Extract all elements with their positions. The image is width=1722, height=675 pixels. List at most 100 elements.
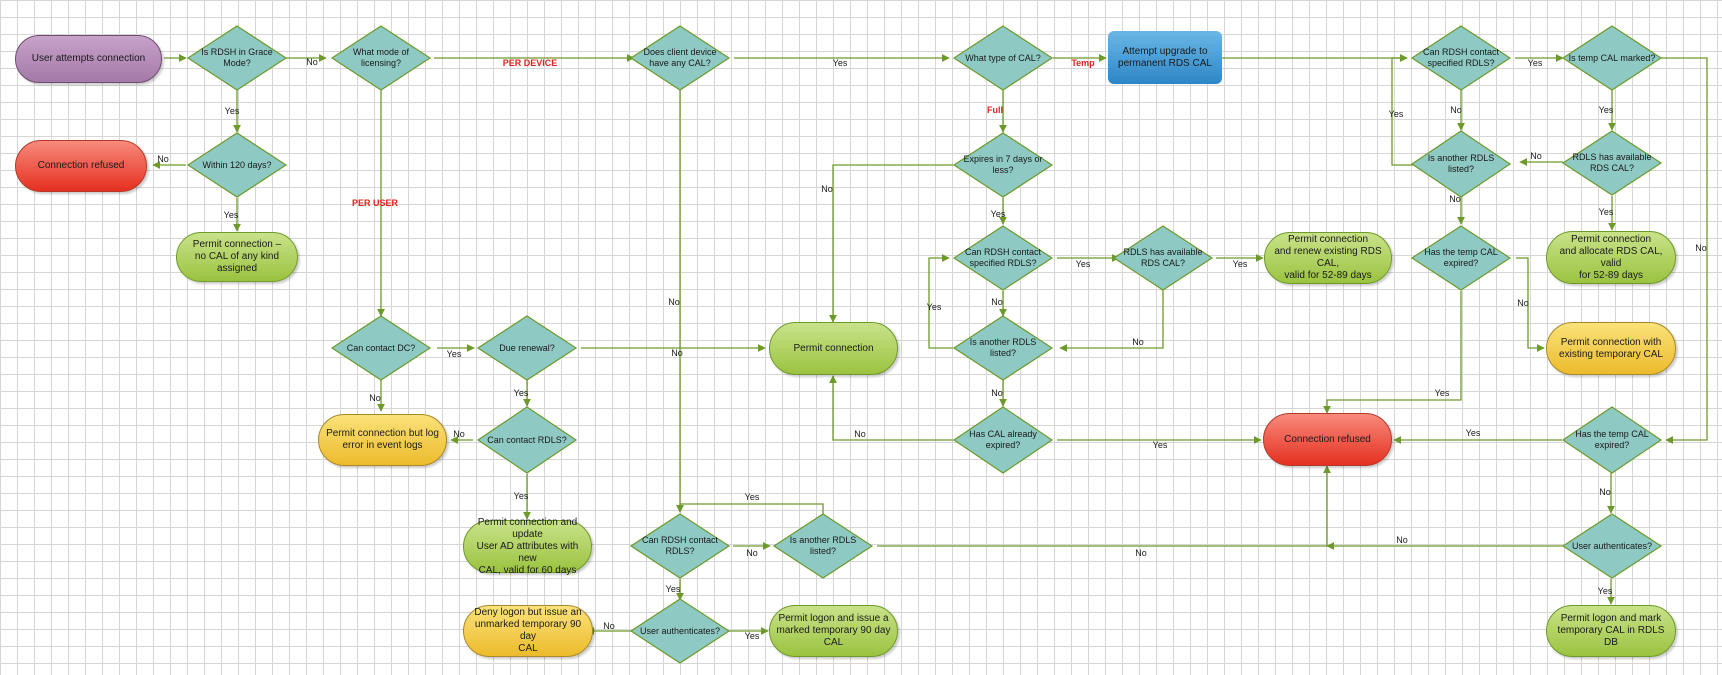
decision-client-has-cal-shape bbox=[629, 25, 731, 91]
label-userauth-bottom-no: No bbox=[603, 621, 615, 631]
edge-rdlsavail-anothermid bbox=[1059, 290, 1164, 352]
upgrade-process-box: Attempt upgrade to permanent RDS CAL bbox=[1108, 31, 1222, 84]
decision-user-auth-right: User authenticates? bbox=[1563, 514, 1661, 578]
label-within120-yes: Yes bbox=[223, 210, 239, 220]
decision-another-rdls-mid-shape bbox=[952, 315, 1054, 381]
decision-licensing-mode-text: What mode of licensing? bbox=[352, 47, 410, 68]
label-contactdc-yes: Yes bbox=[446, 349, 462, 359]
decision-expires-7-days: Expires in 7 days or less? bbox=[954, 133, 1052, 197]
decision-due-renewal: Due renewal? bbox=[478, 316, 576, 380]
label-anothermid-no: No bbox=[991, 388, 1003, 398]
decision-user-auth-right-shape bbox=[1561, 513, 1663, 579]
decision-can-contact-rdls-text: Can contact RDLS? bbox=[487, 434, 567, 445]
start-terminal: User attempts connection bbox=[15, 35, 162, 83]
decision-rdsh-contact-specified-mid-shape bbox=[952, 225, 1054, 291]
permit-update-ad-terminal: Permit connection and update User AD att… bbox=[463, 517, 592, 576]
edge-anotherright-rdshright bbox=[1391, 54, 1413, 166]
label-rdlsavail-mid-no: No bbox=[1132, 337, 1144, 347]
decision-temp-expired-upper-shape bbox=[1410, 225, 1512, 291]
label-tempexpiredlower-yes: Yes bbox=[1465, 428, 1481, 438]
decision-cal-expired-shape bbox=[952, 406, 1054, 474]
decision-rdsh-contact-specified-mid: Can RDSH contact specified RDLS? bbox=[954, 226, 1052, 290]
decision-cal-type-text: What type of CAL? bbox=[965, 52, 1041, 63]
edge-anothermid-rdshmid bbox=[928, 254, 953, 349]
label-temp: Temp bbox=[1071, 58, 1095, 68]
decision-grace-mode: Is RDSH in Grace Mode? bbox=[188, 26, 286, 90]
label-tempmarked-yes: Yes bbox=[1598, 105, 1614, 115]
permit-connection-center-text: Permit connection bbox=[793, 342, 874, 354]
permit-renew-text: Permit connection and renew existing RDS… bbox=[1274, 234, 1382, 281]
label-rdshcontact-bottom-no: No bbox=[746, 548, 758, 558]
decision-another-rdls-right-text: Is another RDLS listed? bbox=[1427, 153, 1495, 174]
permit-existing-temp-terminal: Permit connection with existing temporar… bbox=[1546, 322, 1676, 375]
connection-refused-top: Connection refused bbox=[15, 140, 147, 192]
connection-refused-center-text: Connection refused bbox=[1284, 433, 1371, 445]
decision-temp-expired-lower-shape bbox=[1561, 406, 1663, 474]
start-terminal-text: User attempts connection bbox=[31, 53, 146, 64]
decision-rdls-available-right-text: RDLS has available RDS CAL? bbox=[1572, 152, 1652, 173]
decision-client-has-cal-text: Does client device have any CAL? bbox=[643, 47, 717, 68]
label-grace-yes: Yes bbox=[224, 106, 240, 116]
connection-refused-center: Connection refused bbox=[1263, 413, 1392, 466]
label-rdlsavail-mid-yes: Yes bbox=[1232, 259, 1248, 269]
decision-rdls-available-mid-shape bbox=[1112, 225, 1214, 291]
decision-licensing-mode-shape bbox=[330, 25, 432, 91]
label-per-user: PER USER bbox=[351, 198, 399, 208]
label-calexpired-no: No bbox=[854, 429, 866, 439]
label-tempexpiredupper-no: No bbox=[1517, 298, 1529, 308]
label-clientcal-no-lower: No bbox=[671, 348, 683, 358]
label-userauthright-yes: Yes bbox=[1597, 586, 1613, 596]
decision-cal-expired: Has CAL already expired? bbox=[954, 407, 1052, 473]
edge-tempexpiredupper-existingtemp bbox=[1516, 257, 1545, 352]
connection-refused-top-text: Connection refused bbox=[37, 160, 125, 171]
decision-expires-7-days-shape bbox=[952, 132, 1054, 198]
decision-temp-cal-marked-shape bbox=[1561, 25, 1663, 91]
label-anothermid-yes: Yes bbox=[926, 302, 942, 312]
label-anotherright-yes: Yes bbox=[1388, 109, 1404, 119]
permit-no-cal-terminal: Permit connection – no CAL of any kind a… bbox=[176, 232, 298, 282]
permit-log-error-terminal: Permit connection but log error in event… bbox=[318, 414, 447, 466]
label-tempexpiredlower-no: No bbox=[1599, 487, 1611, 497]
label-calexpired-yes: Yes bbox=[1152, 440, 1168, 450]
decision-rdsh-contact-rdls-bottom-text: Can RDSH contact RDLS? bbox=[641, 535, 719, 556]
decision-licensing-mode: What mode of licensing? bbox=[332, 26, 430, 90]
label-grace-no: No bbox=[306, 57, 318, 67]
label-userauthright-no: No bbox=[1396, 535, 1408, 545]
label-full: Full bbox=[987, 105, 1003, 115]
decision-another-rdls-right-shape bbox=[1410, 130, 1512, 198]
permit-existing-temp-text: Permit connection with existing temporar… bbox=[1559, 336, 1663, 360]
decision-another-rdls-bottom: Is another RDLS listed? bbox=[774, 514, 872, 578]
label-another-bottom-no: No bbox=[1135, 548, 1147, 558]
permit-logon-mark-terminal: Permit logon and mark temporary CAL in R… bbox=[1546, 605, 1676, 657]
label-userauth-bottom-yes: Yes bbox=[744, 631, 760, 641]
decision-due-renewal-shape bbox=[476, 315, 578, 381]
decision-another-rdls-mid: Is another RDLS listed? bbox=[954, 316, 1052, 380]
permit-allocate-text: Permit connection and allocate RDS CAL, … bbox=[1559, 233, 1663, 281]
upgrade-process-text: Attempt upgrade to permanent RDS CAL bbox=[1118, 45, 1212, 69]
decision-expires-7-days-text: Expires in 7 days or less? bbox=[963, 154, 1043, 175]
decision-another-rdls-bottom-text: Is another RDLS listed? bbox=[789, 535, 857, 556]
decision-rdsh-contact-rdls-bottom: Can RDSH contact RDLS? bbox=[631, 514, 729, 578]
label-duerenewal-yes: Yes bbox=[513, 388, 529, 398]
decision-grace-mode-shape bbox=[186, 25, 288, 91]
label-per-device: PER DEVICE bbox=[502, 58, 558, 68]
decision-rdls-available-mid-text: RDLS has available RDS CAL? bbox=[1123, 247, 1203, 268]
permit-renew-terminal: Permit connection and renew existing RDS… bbox=[1264, 232, 1392, 284]
decision-due-renewal-text: Due renewal? bbox=[499, 342, 555, 353]
decision-temp-cal-marked-text: Is temp CAL marked? bbox=[1568, 52, 1656, 63]
decision-temp-expired-upper: Has the temp CAL expired? bbox=[1412, 226, 1510, 290]
label-contactdc-no: No bbox=[369, 393, 381, 403]
permit-log-error-text: Permit connection but log error in event… bbox=[326, 428, 439, 451]
label-clientcal-yes: Yes bbox=[832, 58, 848, 68]
decision-user-auth-bottom-text: User authenticates? bbox=[639, 625, 721, 636]
decision-rdls-available-mid: RDLS has available RDS CAL? bbox=[1114, 226, 1212, 290]
edge-expires-permitcenter bbox=[829, 164, 953, 323]
permit-connection-center: Permit connection bbox=[769, 322, 898, 375]
label-rdlsavailright-yes: Yes bbox=[1598, 207, 1614, 217]
label-clientcal-no-upper: No bbox=[668, 297, 680, 307]
permit-logon-marked-terminal: Permit logon and issue a marked temporar… bbox=[769, 605, 898, 657]
edge-another-refused bbox=[877, 465, 1331, 547]
permit-logon-marked-text: Permit logon and issue a marked temporar… bbox=[776, 613, 891, 648]
label-rdlsavailright-no: No bbox=[1530, 151, 1542, 161]
